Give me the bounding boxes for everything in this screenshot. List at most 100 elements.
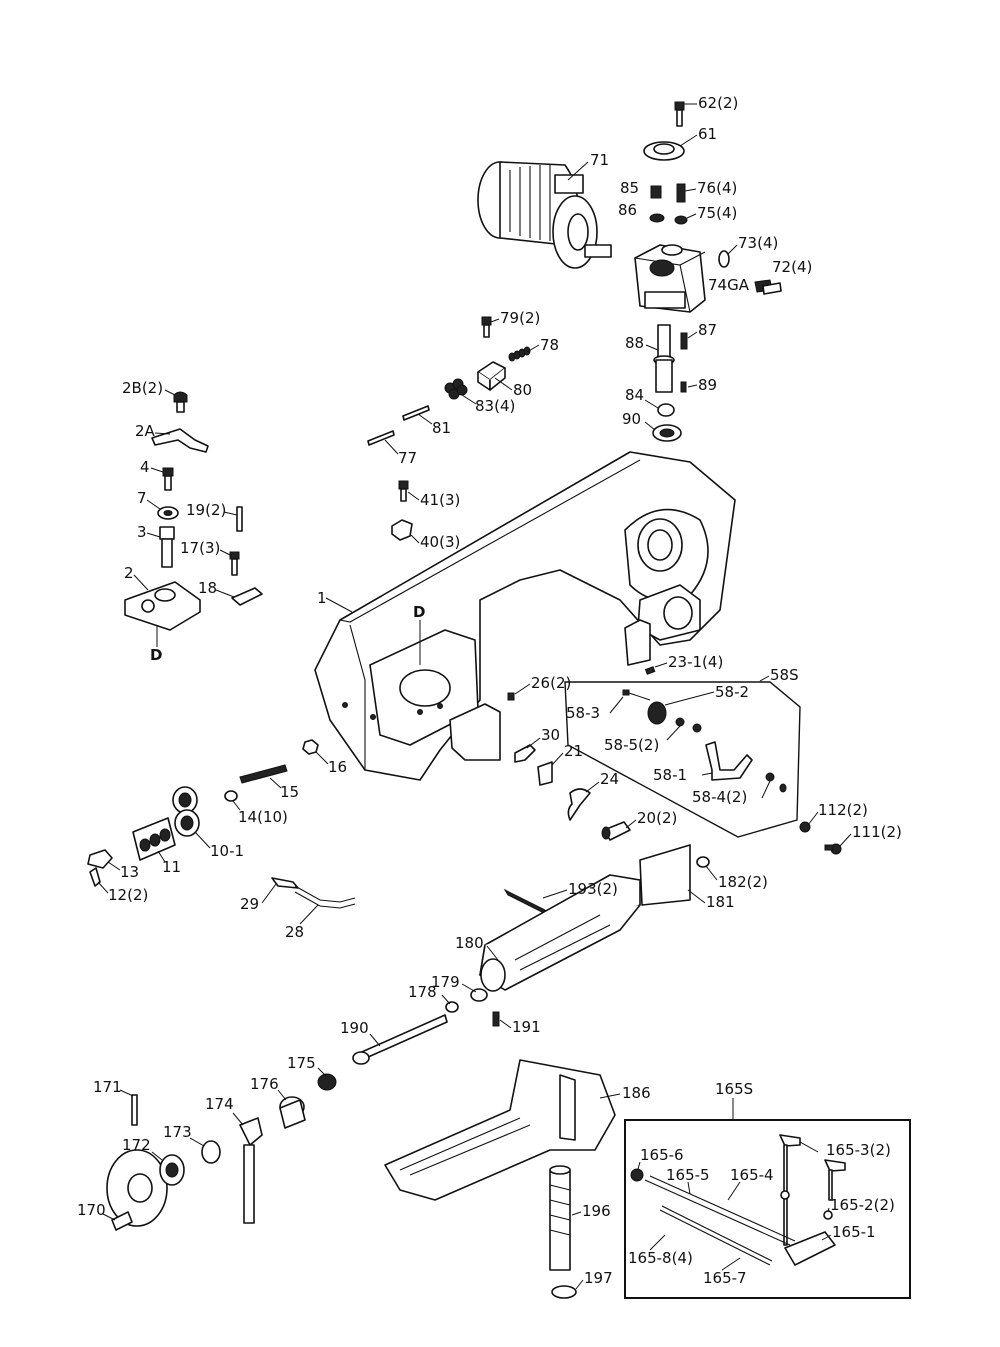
label-86: 86 — [618, 201, 637, 219]
label-58S: 58S — [770, 666, 799, 684]
label-14: 14(10) — [238, 808, 288, 826]
label-165-1: 165-1 — [832, 1223, 876, 1241]
label-29: 29 — [240, 895, 259, 913]
label-24: 24 — [600, 770, 619, 788]
handwheel-group — [106, 1094, 306, 1231]
label-71: 71 — [590, 151, 609, 169]
label-190: 190 — [340, 1019, 369, 1037]
gearbox-74GA — [634, 244, 706, 313]
label-58-2: 58-2 — [715, 683, 749, 701]
label-165-7: 165-7 — [703, 1269, 747, 1287]
label-62: 62(2) — [698, 94, 738, 112]
label-2A: 2A — [135, 422, 156, 440]
label-20: 20(2) — [637, 809, 677, 827]
label-D-frame: D — [413, 603, 425, 621]
label-15: 15 — [280, 783, 299, 801]
label-73: 73(4) — [738, 234, 778, 252]
label-26: 26(2) — [531, 674, 571, 692]
label-181: 181 — [706, 893, 735, 911]
label-D-left: D — [150, 646, 162, 664]
label-16: 16 — [328, 758, 347, 776]
label-58-4: 58-4(2) — [692, 788, 747, 806]
label-76: 76(4) — [697, 179, 737, 197]
label-19: 19(2) — [186, 501, 226, 519]
label-90: 90 — [622, 410, 641, 428]
bolt-62 — [674, 101, 685, 127]
label-40: 40(3) — [420, 533, 460, 551]
label-186: 186 — [622, 1084, 651, 1102]
label-58-3: 58-3 — [566, 704, 600, 722]
label-111: 111(2) — [852, 823, 902, 841]
label-72: 72(4) — [772, 258, 812, 276]
label-28: 28 — [285, 923, 304, 941]
label-165-3: 165-3(2) — [826, 1141, 891, 1159]
label-172: 172 — [122, 1136, 151, 1154]
label-17: 17(3) — [180, 539, 220, 557]
label-2B: 2B(2) — [122, 379, 163, 397]
label-81: 81 — [432, 419, 451, 437]
label-191: 191 — [512, 1018, 541, 1036]
label-89: 89 — [698, 376, 717, 394]
label-78: 78 — [540, 336, 559, 354]
left-arm-parts — [124, 391, 263, 631]
motor-71 — [477, 161, 612, 269]
label-180: 180 — [455, 934, 484, 952]
label-3: 3 — [137, 523, 147, 541]
label-87: 87 — [698, 321, 717, 339]
label-176: 176 — [250, 1075, 279, 1093]
assembly-box-58S — [564, 681, 801, 838]
washer-61 — [643, 141, 685, 161]
label-85: 85 — [620, 179, 639, 197]
label-7: 7 — [137, 489, 147, 507]
label-196: 196 — [582, 1202, 611, 1220]
label-11: 11 — [162, 858, 181, 876]
label-179: 179 — [431, 973, 460, 991]
label-1: 1 — [317, 589, 327, 607]
label-83: 83(4) — [475, 397, 515, 415]
label-77: 77 — [398, 449, 417, 467]
label-173: 173 — [163, 1123, 192, 1141]
part-labels: 62(2) 61 71 85 76(4) 86 75(4) 73(4) 72(4… — [77, 94, 902, 1290]
label-193: 193(2) — [568, 880, 618, 898]
label-13: 13 — [120, 863, 139, 881]
label-12: 12(2) — [108, 886, 148, 904]
label-84: 84 — [625, 386, 644, 404]
label-165S: 165S — [715, 1080, 753, 1098]
label-21: 21 — [564, 742, 583, 760]
label-165-4: 165-4 — [730, 1166, 774, 1184]
label-182: 182(2) — [718, 873, 768, 891]
label-171: 171 — [93, 1078, 122, 1096]
label-2: 2 — [124, 564, 134, 582]
label-80: 80 — [513, 381, 532, 399]
label-170: 170 — [77, 1201, 106, 1219]
label-23: 23-1(4) — [668, 653, 723, 671]
label-30: 30 — [541, 726, 560, 744]
small-hardware-top — [649, 183, 782, 295]
main-frame-1 — [314, 451, 736, 781]
label-165-6: 165-6 — [640, 1146, 684, 1164]
column-196 — [549, 1165, 577, 1299]
label-165-2: 165-2(2) — [830, 1196, 895, 1214]
label-112: 112(2) — [818, 801, 868, 819]
label-75: 75(4) — [697, 204, 737, 222]
label-79: 79(2) — [500, 309, 540, 327]
base-186 — [384, 1059, 616, 1201]
label-18: 18 — [198, 579, 217, 597]
label-175: 175 — [287, 1054, 316, 1072]
guide-block-parts — [367, 316, 531, 541]
label-88: 88 — [625, 334, 644, 352]
bed-parts — [279, 844, 710, 1118]
label-58-5: 58-5(2) — [604, 736, 659, 754]
shaft-88 — [652, 324, 688, 442]
label-178: 178 — [408, 983, 437, 1001]
label-197: 197 — [584, 1269, 613, 1287]
label-61: 61 — [698, 125, 717, 143]
label-174: 174 — [205, 1095, 234, 1113]
label-10-1: 10-1 — [210, 842, 244, 860]
label-165-5: 165-5 — [666, 1166, 710, 1184]
label-41: 41(3) — [420, 491, 460, 509]
label-4: 4 — [140, 458, 150, 476]
middle-small-parts — [507, 666, 842, 855]
label-58-1: 58-1 — [653, 766, 687, 784]
